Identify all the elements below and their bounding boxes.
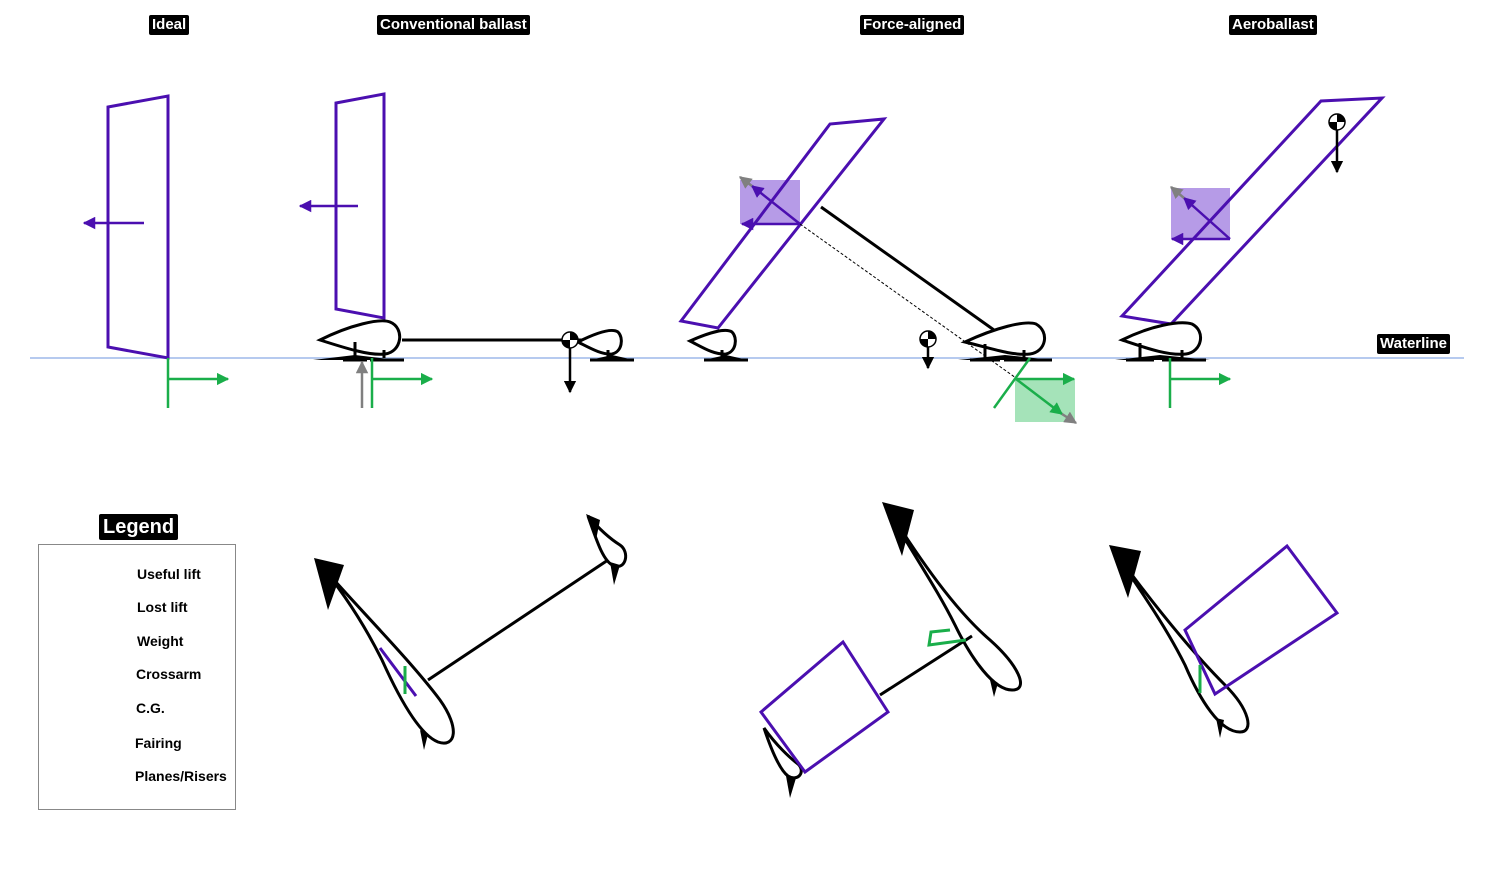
force-aligned-hydro-lost-arrow — [1061, 411, 1078, 425]
force-aligned-top-riser — [927, 628, 967, 647]
force-aligned-crossarm — [820, 205, 995, 332]
waterline-label: Waterline — [1377, 334, 1450, 354]
conventional-top-plane — [314, 558, 344, 610]
legend-label-lost-lift: Lost lift — [137, 599, 188, 615]
aeroballast-main-fairing — [1118, 321, 1202, 356]
force-aligned-top-plane — [882, 502, 914, 556]
legend-label-planes-risers: Planes/Risers — [135, 768, 227, 784]
legend-title: Legend — [99, 514, 179, 540]
legend-label-weight: Weight — [137, 633, 184, 649]
force-aligned-top-sail — [758, 639, 891, 775]
heading-ideal: Ideal — [149, 15, 190, 35]
legend-label-fairing: Fairing — [135, 735, 182, 751]
conventional-top-sail — [378, 647, 418, 697]
conventional-top-crossarm — [427, 558, 609, 682]
force-aligned-top-view — [758, 502, 1022, 798]
force-aligned-lost-lift-arrow — [739, 176, 753, 189]
conventional-main-fairing — [316, 319, 401, 356]
legend-label-crossarm: Crossarm — [136, 666, 202, 682]
heading-aeroballast: Aeroballast — [1229, 15, 1317, 35]
conventional-top-view — [314, 514, 628, 750]
force-aligned-ama-fairing — [686, 328, 737, 356]
aeroballast-top-sail — [1183, 543, 1340, 697]
aeroballast-diagram — [1115, 96, 1386, 408]
force-aligned-top-crossarm — [879, 634, 973, 697]
heading-conventional-ballast: Conventional ballast — [377, 15, 530, 35]
force-aligned-riser — [992, 357, 1032, 409]
legend-label-useful-lift: Useful lift — [137, 566, 201, 582]
legend-label-cg: C.G. — [136, 700, 165, 716]
aeroballast-top-plane — [1109, 545, 1141, 598]
aeroballast-sail — [1119, 96, 1386, 326]
force-aligned-diagram — [678, 117, 1078, 425]
conventional-ama-fairing — [574, 328, 623, 356]
heading-force-aligned: Force-aligned — [860, 15, 965, 35]
force-aligned-top-fairing — [884, 505, 1022, 692]
force-aligned-sail-side-arrow — [751, 185, 801, 225]
ideal-diagram — [82, 94, 230, 408]
conventional-diagram — [298, 92, 634, 408]
aeroballast-top-fairing — [1110, 547, 1250, 734]
legend-box — [38, 544, 236, 810]
aeroballast-lost-lift-arrow — [1170, 186, 1185, 200]
aeroballast-top-view — [1109, 543, 1340, 738]
conventional-top-fairing — [316, 561, 455, 745]
force-aligned-sail — [678, 117, 888, 330]
force-aligned-top-ama — [762, 727, 803, 780]
aeroballast-sail-side-arrow — [1183, 197, 1231, 240]
ideal-sail — [106, 94, 170, 360]
force-aligned-force-line — [799, 223, 1017, 379]
conventional-sail — [334, 92, 386, 320]
force-aligned-hydro-side-arrow — [1015, 378, 1063, 415]
